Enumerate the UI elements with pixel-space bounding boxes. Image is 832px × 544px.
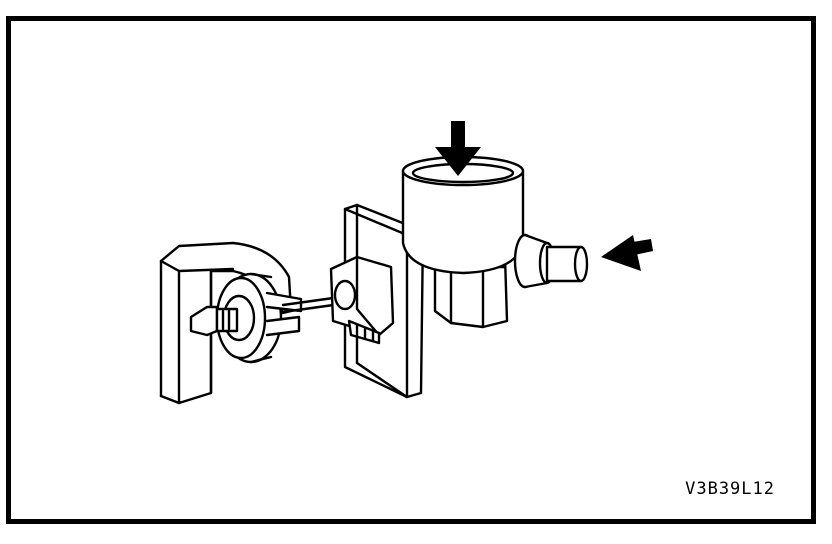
connector-block — [329, 255, 395, 345]
side-nozzle — [513, 233, 589, 289]
valve-assembly-illustration — [159, 121, 653, 405]
threaded-stud — [189, 305, 239, 337]
left-arrow-icon — [601, 235, 653, 271]
down-arrow-icon — [435, 121, 481, 176]
figure-code: V3B39L12 — [685, 479, 775, 499]
vacuum-inlet — [401, 155, 525, 275]
figure-frame: V3B39L12 — [6, 16, 816, 524]
